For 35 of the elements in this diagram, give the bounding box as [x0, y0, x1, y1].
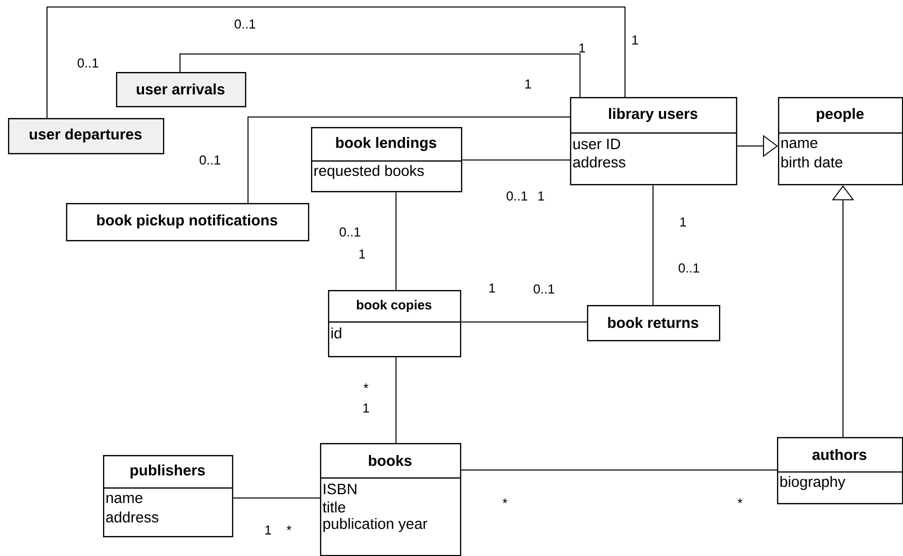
association-line: [180, 54, 580, 98]
multiplicity-label: *: [738, 498, 742, 504]
multiplicity-label: 1: [359, 250, 365, 258]
multiplicity-label: 1: [265, 526, 271, 534]
class-box: user departures: [8, 118, 164, 154]
class-box: user arrivals: [116, 72, 246, 108]
class-box: book pickup notifications: [66, 203, 310, 242]
class-box: authors biography: [777, 437, 903, 504]
multiplicity-label: *: [502, 498, 508, 504]
multiplicity-label: 1: [489, 284, 495, 292]
class-box: book lendings requested books: [311, 127, 462, 192]
multiplicity-label: 1: [680, 218, 686, 226]
class-box: book copies id: [328, 290, 462, 358]
multiplicity-label: 1: [579, 44, 585, 52]
class-box: people name birth date: [778, 97, 903, 186]
multiplicity-label: 0..1: [678, 263, 700, 273]
multiplicity-label: *: [286, 526, 292, 530]
multiplicity-label: 0..1: [78, 58, 98, 68]
multiplicity-label: 1: [632, 36, 638, 44]
multiplicity-label: 0..1: [340, 227, 360, 237]
class-box: books ISBN title publication year: [320, 442, 462, 556]
multiplicity-label: 1: [525, 80, 531, 88]
multiplicity-label: 1: [538, 192, 544, 200]
multiplicity-label: 1: [363, 404, 369, 412]
multiplicity-label: *: [364, 384, 368, 388]
multiplicity-label: 0..1: [200, 155, 220, 165]
multiplicity-label: 0..1: [234, 19, 256, 29]
multiplicity-label: 0..1: [534, 284, 554, 294]
class-box: book returns: [587, 305, 720, 342]
class-box: publishers name address: [103, 455, 234, 538]
class-box: library users user ID address: [570, 97, 738, 186]
association-line: [46, 6, 626, 118]
multiplicity-label: 0..1: [506, 191, 528, 201]
association-line: [652, 184, 654, 306]
association-line: [248, 116, 570, 204]
